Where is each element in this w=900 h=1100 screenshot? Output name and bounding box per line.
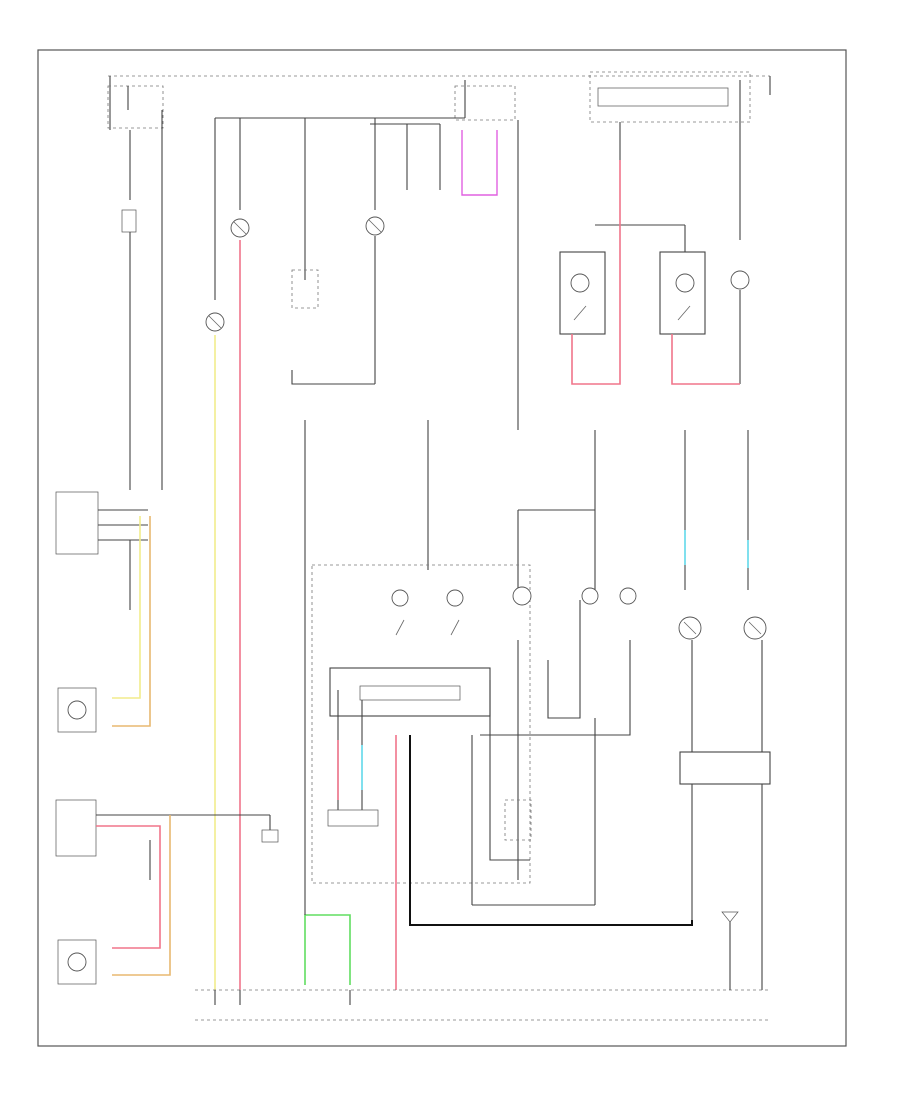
center-module <box>311 564 531 884</box>
red-wire-relay-1 <box>571 160 621 385</box>
red-wire-relay-2 <box>671 334 740 385</box>
ground-bus <box>195 911 770 1021</box>
vertical-feeds <box>129 118 741 430</box>
orange-wire-left-connector <box>112 516 151 727</box>
black-wire-main <box>409 735 693 926</box>
lamp-mid-2 <box>581 587 637 605</box>
lamp-left-2 <box>205 312 225 332</box>
green-wire <box>304 914 351 985</box>
orange-wire-left-lower <box>112 815 171 976</box>
lamp-right-top <box>730 270 750 384</box>
power-bus-top <box>108 75 771 130</box>
fuse-block-center <box>454 80 516 121</box>
relay-box-2 <box>659 251 706 335</box>
relay-box-1 <box>559 251 606 335</box>
switch-center-left <box>291 269 319 309</box>
left-connector-2 <box>55 799 279 857</box>
lamp-mid-1 <box>512 586 532 606</box>
left-connector-1 <box>55 491 148 610</box>
fuse-block-right <box>589 71 751 123</box>
mid-right-feeds <box>427 420 749 590</box>
yellow-wire-left-connector <box>112 516 141 699</box>
lower-right-connector <box>679 751 771 785</box>
lamp-mid-3 <box>678 616 767 640</box>
lamp-center <box>365 216 385 236</box>
lamp-left <box>230 218 250 238</box>
lamp-left-lower-1 <box>57 687 97 733</box>
magenta-wire-loop <box>461 130 498 196</box>
fuse-block-left <box>107 85 164 129</box>
red-wire-left-lower <box>96 825 161 949</box>
left-module-top <box>121 200 163 490</box>
diagram-frame <box>37 49 847 1047</box>
lamp-left-lower-2 <box>57 939 97 985</box>
